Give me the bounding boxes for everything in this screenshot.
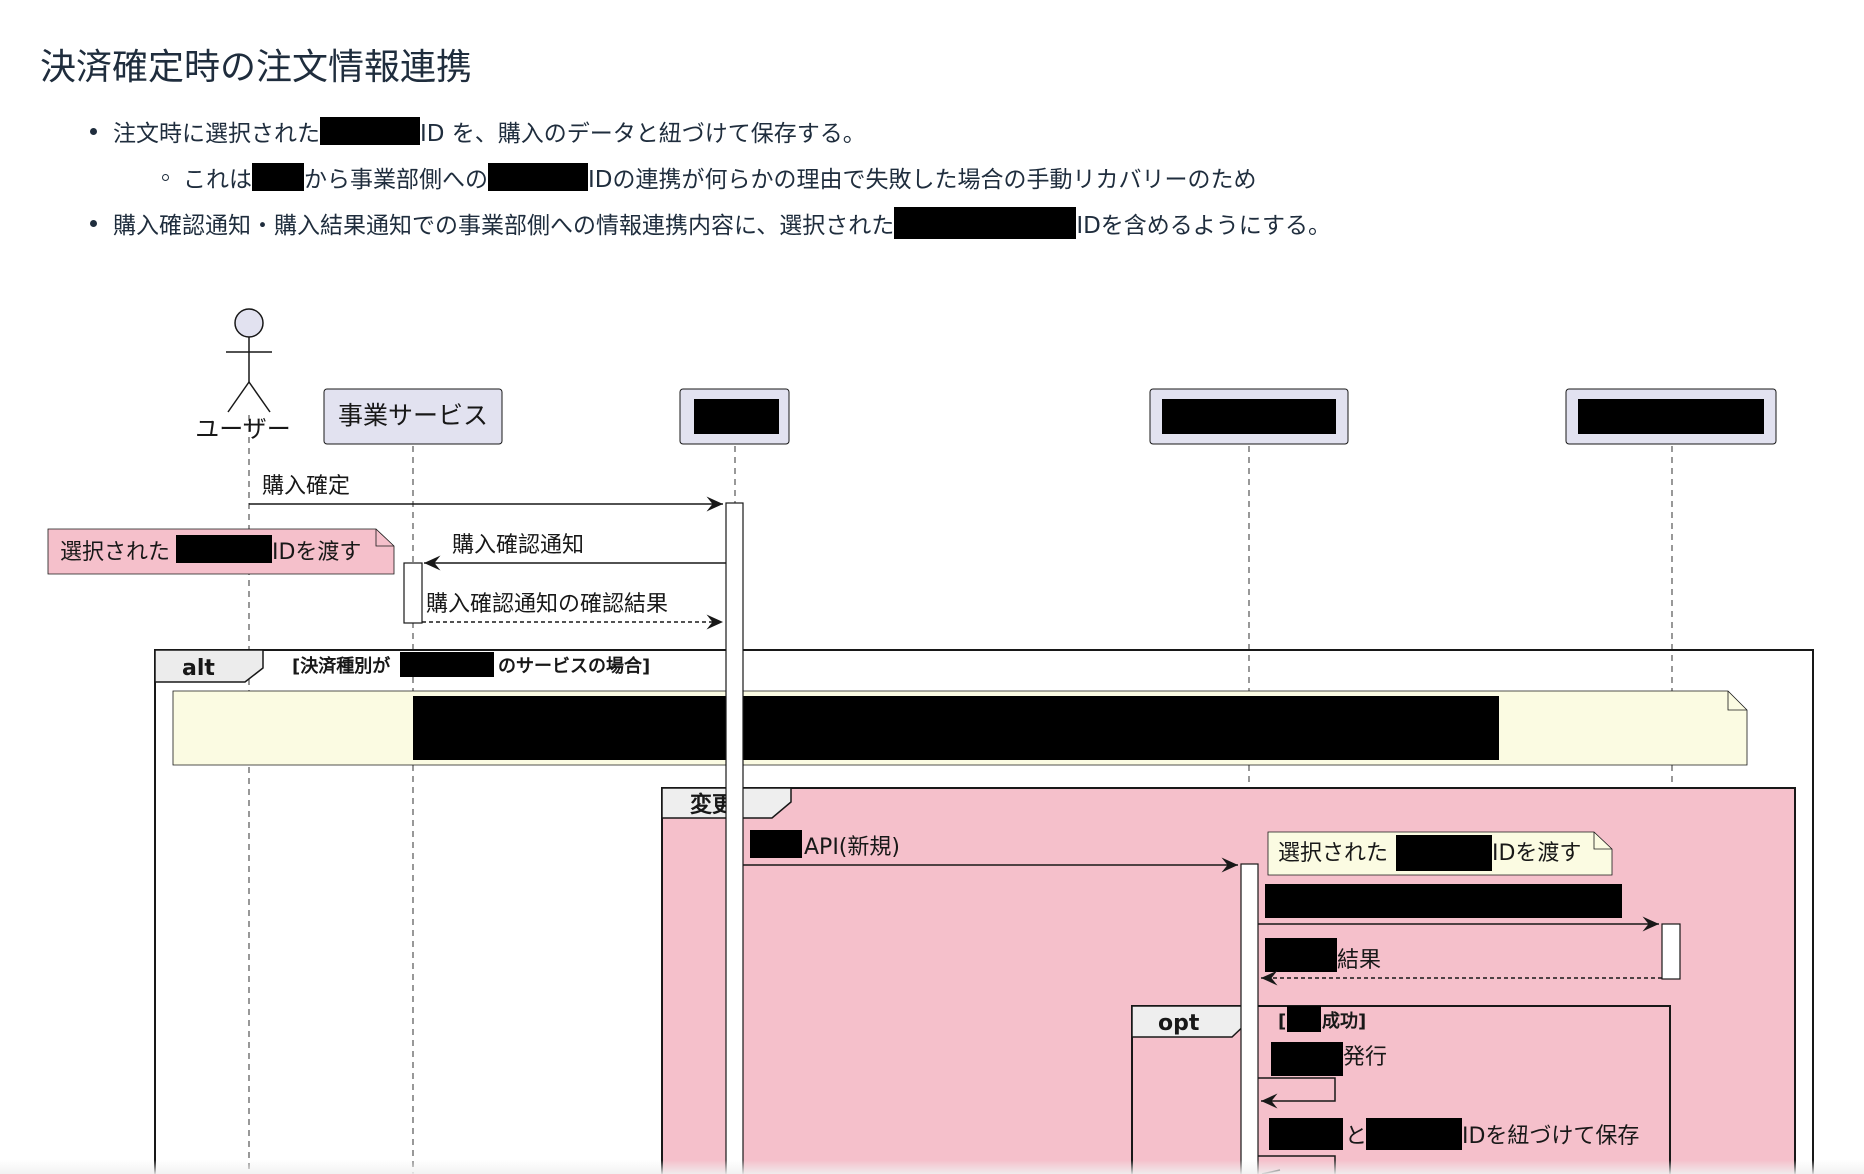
activation-system-a (725, 502, 744, 1174)
alt-label: alt (182, 656, 215, 681)
page-title: 決済確定時の注文情報連携 (40, 47, 473, 88)
participant-system-a (679, 388, 790, 445)
opt-label: opt (1158, 1011, 1200, 1036)
message-confirm-notice: 購入確認通知 (424, 533, 726, 571)
message-label: 結果 (1337, 948, 1381, 973)
bullet-dot (90, 219, 97, 227)
bullet-text: IDを含めるようにする。 (1076, 213, 1332, 239)
message-result: 結果 (1261, 938, 1662, 986)
opt-condition-before: [ (1278, 1011, 1286, 1032)
participant-service: 事業サービス (323, 388, 503, 445)
bullet-text: 注文時に選択された (113, 121, 320, 147)
participant-service-label: 事業サービス (338, 401, 488, 430)
note-text: IDを渡す (1492, 841, 1581, 866)
redacted-block (694, 399, 779, 434)
message-label: IDを紐づけて保存 (1462, 1124, 1639, 1149)
bullet-subitem: これは から事業部側への IDの連携が何らかの理由で失敗した場合の手動リカバリー… (162, 160, 1257, 194)
redacted-block (750, 830, 802, 858)
redacted-block (1162, 399, 1336, 434)
alt-condition-before: [決済種別が (292, 655, 390, 677)
note-wide (172, 690, 1748, 766)
note-yellow: 選択された IDを渡す (1267, 831, 1613, 876)
bullet-text: IDの連携が何らかの理由で失敗した場合の手動リカバリーのため (588, 167, 1257, 193)
message-label: 購入確認通知の確認結果 (426, 592, 668, 617)
message-label: 購入確定 (262, 474, 350, 499)
actor-user (226, 308, 272, 413)
participant-user-label: ユーザー (195, 415, 291, 443)
redacted-block (1578, 399, 1764, 434)
alt-fragment: alt [決済種別が のサービスの場合] (154, 649, 1814, 1174)
message-label: 購入確認通知 (452, 533, 584, 558)
message-label: 発行 (1343, 1045, 1387, 1070)
bottom-fade (0, 1160, 1864, 1174)
redacted-block (894, 207, 1077, 239)
redacted-block (1269, 1118, 1343, 1150)
message-issue: 発行 (1258, 1042, 1387, 1109)
redacted-block (1265, 884, 1622, 918)
activation-system-b (1240, 863, 1259, 1174)
bullet-ring (162, 173, 169, 181)
redacted-block (1271, 1042, 1343, 1076)
message-link-save: と IDを紐づけて保存 (1258, 1118, 1639, 1174)
note-text: 選択された (1278, 841, 1388, 866)
redacted-block (252, 163, 304, 191)
opt-fragment: opt [ 成功] (1131, 1005, 1671, 1174)
bullet-text: から事業部側への (304, 167, 488, 193)
redacted-block (320, 117, 420, 145)
message-purchase-confirm: 購入確定 (249, 474, 723, 512)
note-text: 選択された (60, 540, 170, 565)
bullet-text: ID を、購入のデータと紐づけて保存する。 (420, 121, 866, 147)
message-request-c (1258, 884, 1659, 932)
activations (403, 502, 1681, 1174)
bullet-item: 注文時に選択された ID を、購入のデータと紐づけて保存する。 (90, 114, 866, 148)
note-pink: 選択された IDを渡す (47, 528, 395, 575)
message-api-new: API(新規) (743, 830, 1238, 873)
activation-system-c (1661, 923, 1681, 980)
alt-condition-after: のサービスの場合] (498, 655, 650, 677)
redacted-block (488, 163, 588, 191)
redacted-block (1366, 1118, 1462, 1150)
participant-system-b (1149, 388, 1349, 445)
redacted-block (413, 696, 1499, 760)
bullet-item: 購入確認通知・購入結果通知での事業部側への情報連携内容に、選択された IDを含め… (90, 206, 1331, 240)
activation-service (403, 562, 423, 624)
redacted-block (400, 652, 494, 677)
bullet-dot (90, 127, 97, 135)
redacted-block (176, 535, 272, 563)
redacted-block (1396, 835, 1492, 871)
bullet-text: 購入確認通知・購入結果通知での事業部側への情報連携内容に、選択された (113, 213, 895, 239)
participant-system-c (1565, 388, 1777, 445)
note-text: IDを渡す (272, 540, 361, 565)
message-label: と (1345, 1124, 1367, 1149)
redacted-block (1265, 938, 1337, 972)
message-confirm-result: 購入確認通知の確認結果 (422, 592, 723, 630)
opt-condition-after: 成功] (1322, 1010, 1366, 1032)
message-label: API(新規) (804, 835, 900, 860)
actor-head-icon (234, 308, 264, 338)
bullet-text: これは (183, 167, 252, 193)
redacted-block (1287, 1006, 1321, 1032)
